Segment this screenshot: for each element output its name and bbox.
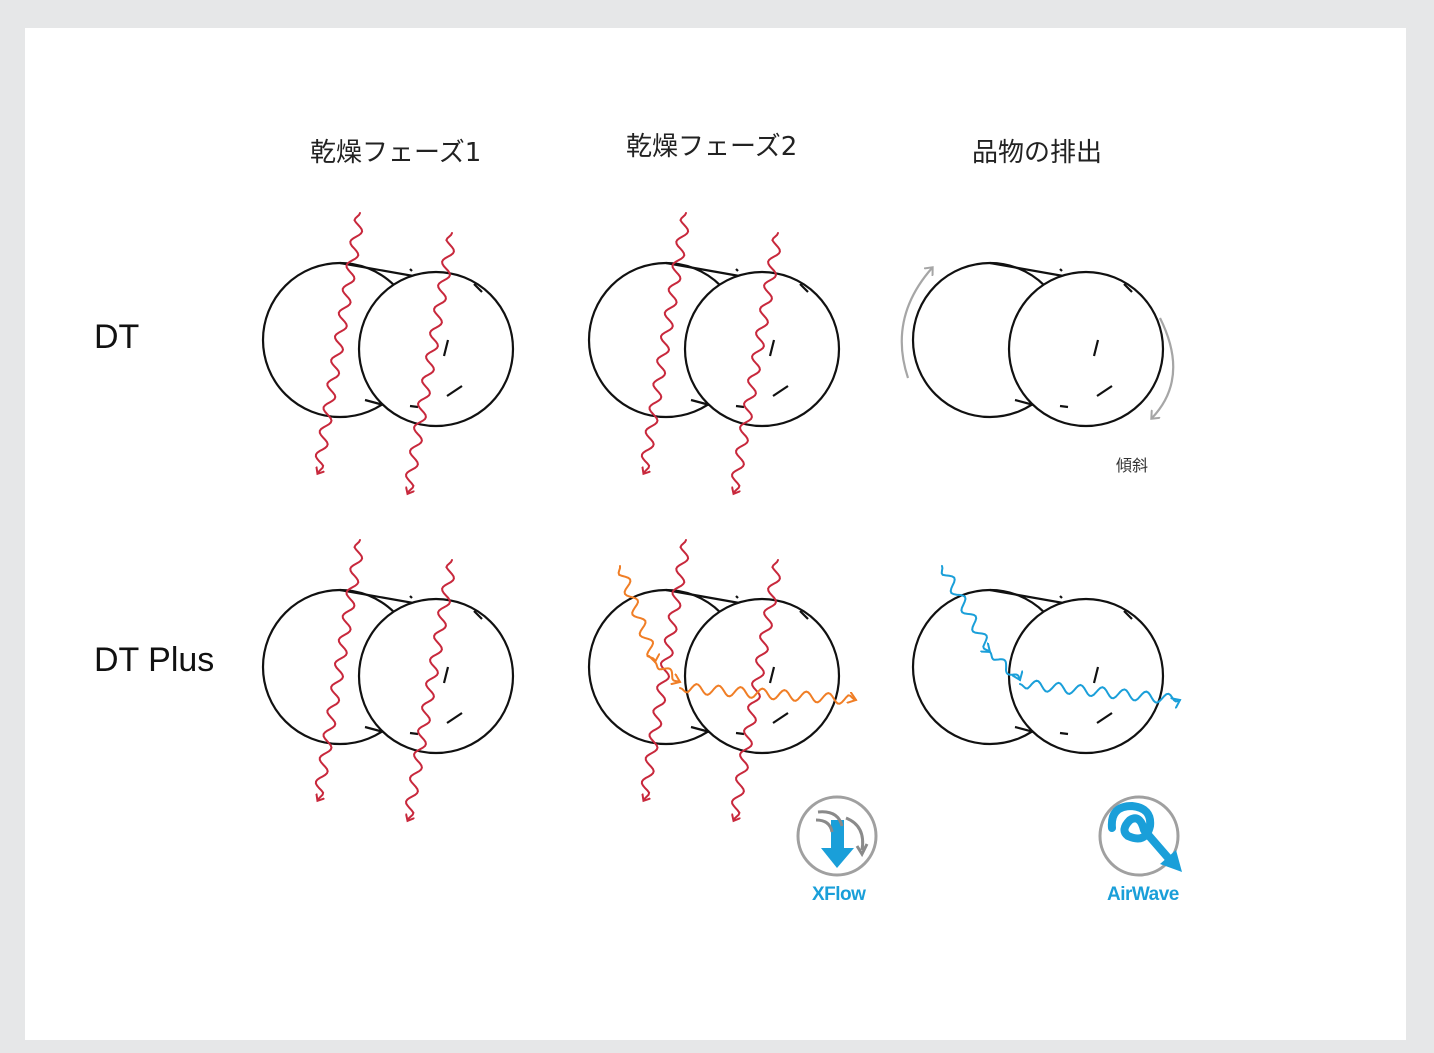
- diagram-panel: [25, 28, 1406, 1040]
- xflow-label: XFlow: [812, 884, 866, 905]
- tilt-label: 傾斜: [1116, 456, 1149, 475]
- heat-flow-arrow: [732, 232, 781, 493]
- drum-plus-phase2: [587, 588, 841, 755]
- heat-flow-arrow: [640, 539, 690, 800]
- xflow-air-arrow: [654, 661, 680, 682]
- row-title-dt: DT: [94, 318, 140, 356]
- column-title-phase1: 乾燥フェーズ1: [310, 138, 482, 168]
- heat-flow-arrow: [406, 559, 455, 820]
- airwave-air-arrow: [1019, 679, 1180, 703]
- xflow-icon: [796, 795, 878, 877]
- heat-flow-arrow: [732, 559, 781, 820]
- tilt-arrow-up: [900, 268, 932, 379]
- column-title-phase2: 乾燥フェーズ2: [626, 132, 798, 162]
- heat-flow-arrow: [640, 212, 690, 473]
- xflow-air-arrow: [617, 565, 655, 662]
- airwave-air-arrow: [940, 565, 990, 652]
- tilt-arrow-down: [1152, 317, 1175, 418]
- drum-dt-phase1: [261, 261, 515, 428]
- heat-flow-arrow: [406, 232, 455, 493]
- drum-dt-phase2: [587, 261, 841, 428]
- drum-plus-discharge: [911, 588, 1165, 755]
- heat-flow-arrow: [314, 212, 364, 473]
- xflow-air-arrow: [679, 683, 856, 705]
- heat-flow-arrow: [314, 539, 364, 800]
- airwave-icon: [1098, 795, 1182, 877]
- airwave-air-arrow: [989, 651, 1020, 680]
- drum-plus-phase1: [261, 588, 515, 755]
- drum-dt-discharge: [911, 261, 1165, 428]
- column-title-discharge: 品物の排出: [972, 138, 1103, 168]
- row-title-dt-plus: DT Plus: [94, 641, 215, 679]
- airwave-label: AirWave: [1107, 884, 1179, 905]
